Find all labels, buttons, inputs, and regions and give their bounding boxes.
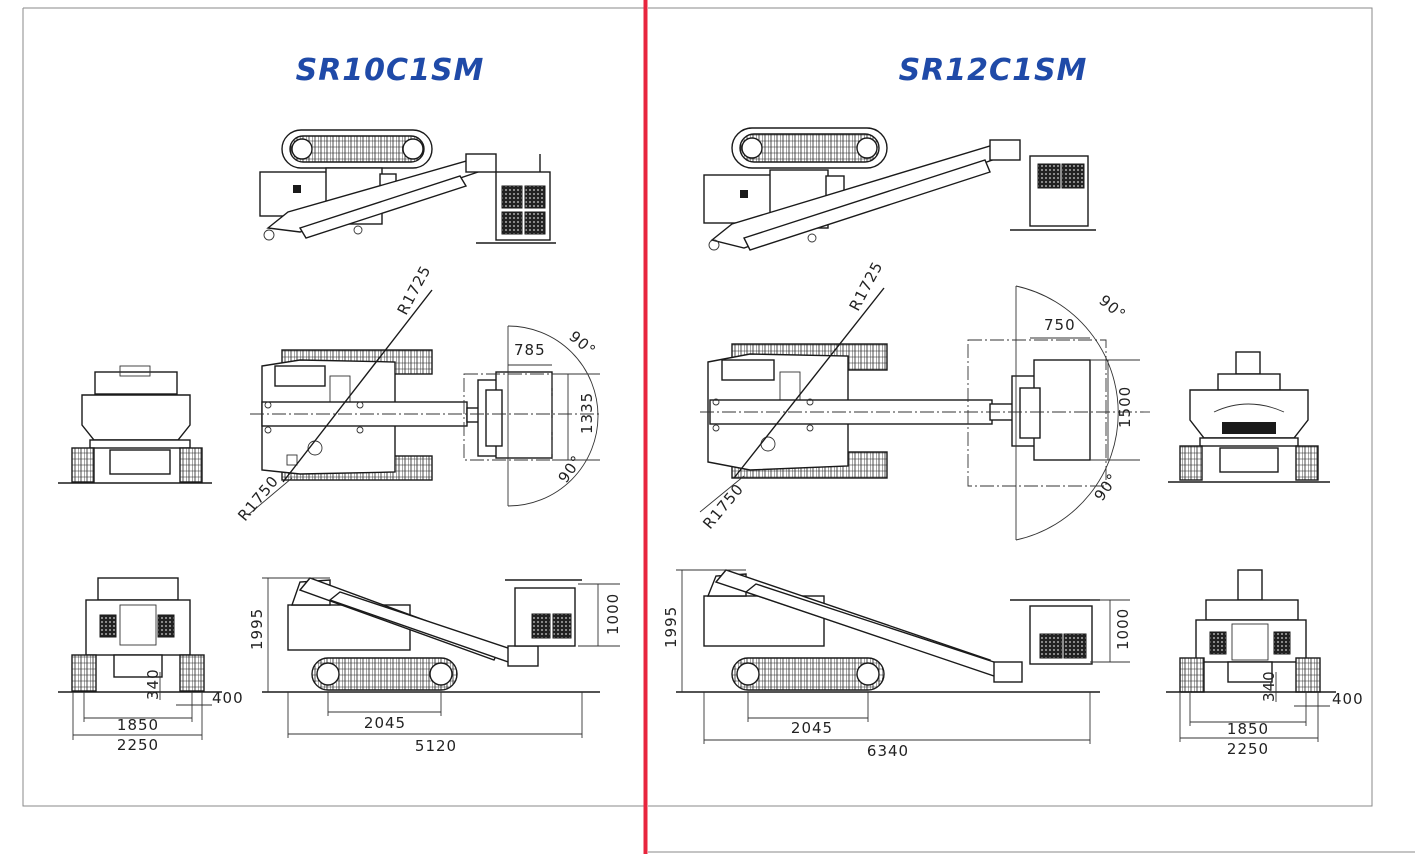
side-view-top-drawing xyxy=(259,129,556,244)
top-view-drawing xyxy=(699,285,1150,541)
model-panel-sr10c1sm: SR10C1SM xyxy=(58,53,622,755)
front-view-drawing xyxy=(58,577,222,740)
dim-track-width: 400 xyxy=(212,689,244,707)
dim-gauge: 1850 xyxy=(117,716,159,734)
dim-ground-clearance: 340 xyxy=(1260,670,1278,702)
side-view-drawing xyxy=(676,569,1130,744)
top-view-drawing xyxy=(247,289,600,516)
dim-height: 1995 xyxy=(662,606,680,648)
model-panel-sr12c1sm: SR12C1SM xyxy=(662,53,1364,760)
model-title: SR12C1SM xyxy=(899,53,1088,88)
right-panel-frame xyxy=(648,7,1415,853)
dim-overall-length: 6340 xyxy=(867,742,909,760)
dim-basket-width: 1335 xyxy=(578,392,596,434)
dim-basket-height: 1000 xyxy=(1114,608,1132,650)
dim-basket-depth: 750 xyxy=(1044,316,1076,334)
dim-height: 1995 xyxy=(248,608,266,650)
dim-radius-front: R1750 xyxy=(234,472,282,525)
dim-overall-width: 2250 xyxy=(1227,740,1269,758)
dim-track-length: 2045 xyxy=(791,719,833,737)
side-view-top-drawing xyxy=(703,127,1096,251)
model-title: SR10C1SM xyxy=(296,53,485,88)
dim-basket-depth: 785 xyxy=(514,341,546,359)
left-panel-frame xyxy=(22,7,645,807)
dim-angle-bottom: 90° xyxy=(555,452,587,487)
dim-angle-top: 90° xyxy=(565,327,599,360)
dim-basket-width: 1500 xyxy=(1116,386,1134,428)
dim-ground-clearance: 340 xyxy=(144,668,162,700)
dim-radius-rear: R1725 xyxy=(394,262,435,318)
rear-view-drawing xyxy=(58,365,212,484)
dim-track-length: 2045 xyxy=(364,714,406,732)
dim-overall-length: 5120 xyxy=(415,737,457,755)
dim-basket-height: 1000 xyxy=(604,593,622,635)
dim-gauge: 1850 xyxy=(1227,720,1269,738)
dim-angle-bottom: 90° xyxy=(1091,470,1123,505)
dim-overall-width: 2250 xyxy=(117,736,159,754)
side-view-drawing xyxy=(262,577,620,738)
front-view-drawing xyxy=(1166,569,1336,742)
dim-angle-top: 90° xyxy=(1095,291,1129,324)
dim-radius-rear: R1725 xyxy=(846,258,887,314)
rear-view-drawing xyxy=(1168,351,1330,483)
dim-track-width: 400 xyxy=(1332,690,1364,708)
